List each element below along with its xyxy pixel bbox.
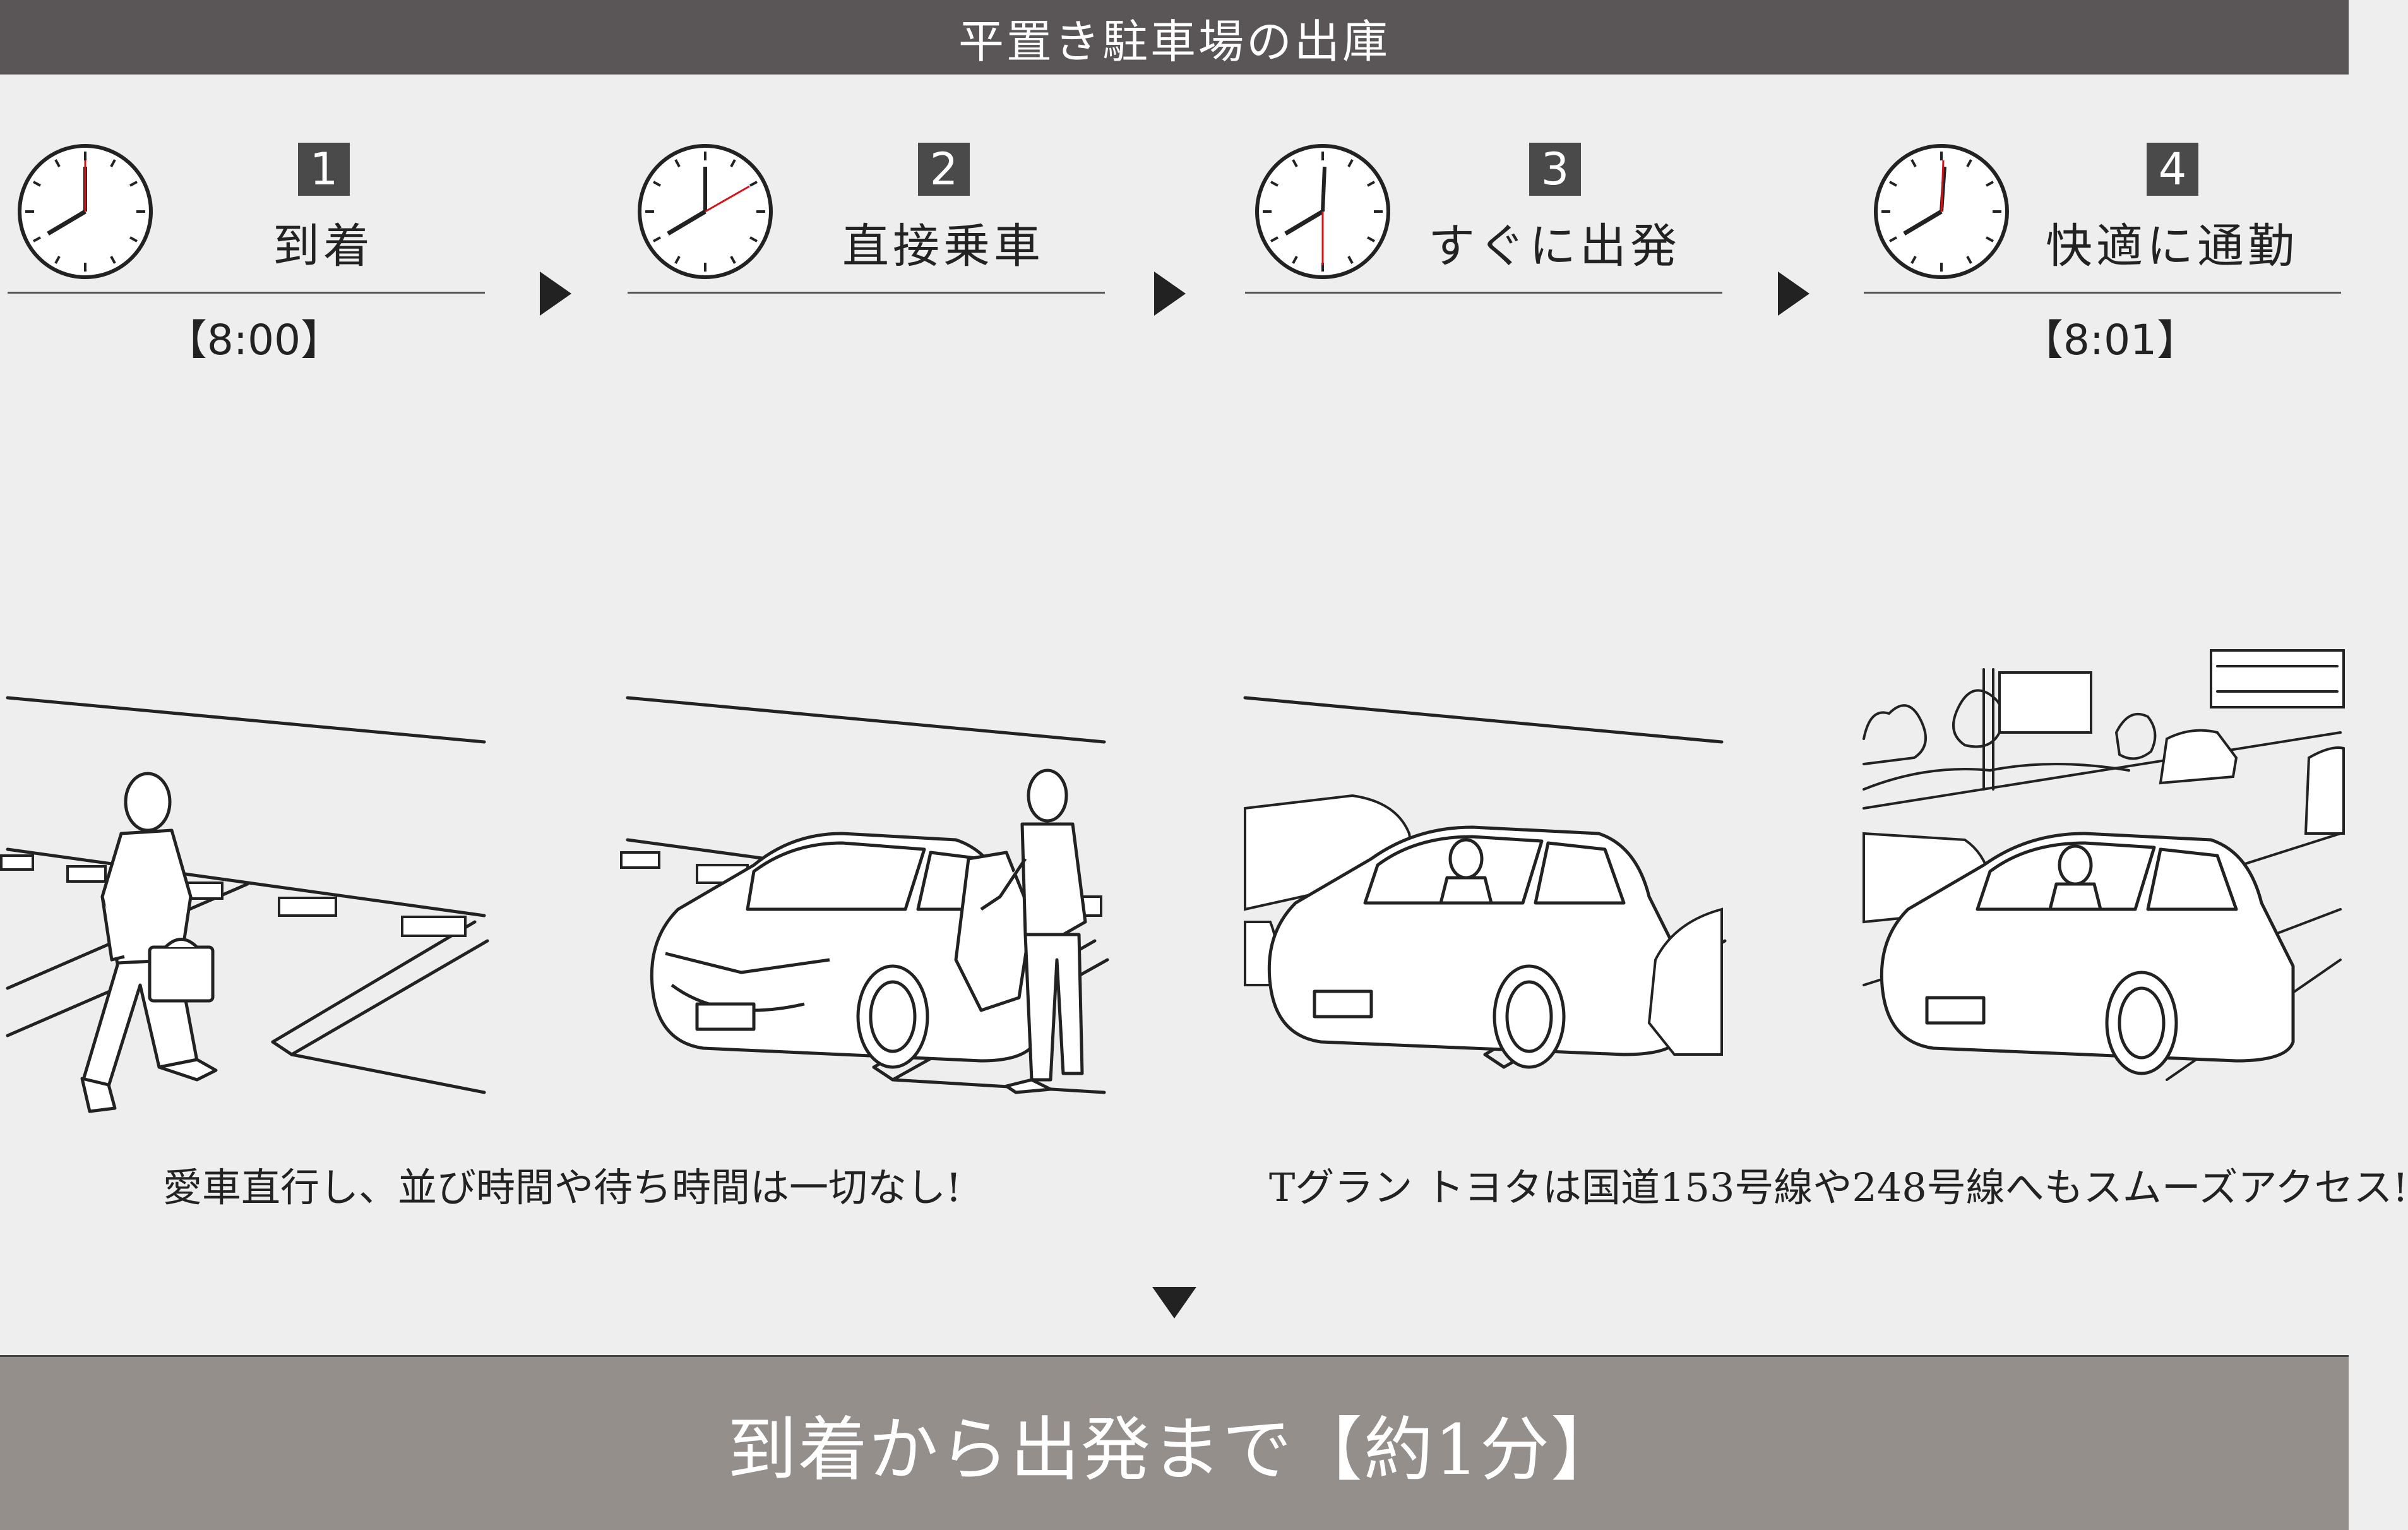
right-triangle-arrow-icon	[1778, 272, 1809, 316]
scene-commute-illustration	[1863, 649, 2345, 1081]
step-4: 4 快適に通勤 【8:01】	[1863, 126, 2345, 1111]
caption-right: Tグラン トヨタは国道153号線や248号線へもスムーズアクセス!	[1269, 1164, 2408, 1210]
scene-arrival-illustration	[0, 696, 489, 1113]
step-divider	[628, 292, 1105, 294]
step-title: 快適に通勤	[2046, 219, 2298, 273]
summary-text: 到着から出発まで【約1分】	[727, 1409, 1621, 1490]
page-title-bar: 平置き駐車場の出庫	[0, 0, 2349, 75]
clock-icon	[1255, 144, 1390, 279]
step-number-badge: 1	[298, 143, 350, 196]
down-triangle-arrow-icon	[1152, 1287, 1196, 1318]
summary-bar: 到着から出発まで【約1分】	[0, 1355, 2349, 1530]
step-time: 【8:01】	[2021, 316, 2199, 364]
right-triangle-arrow-icon	[1154, 272, 1186, 316]
right-triangle-arrow-icon	[540, 272, 571, 316]
page-title: 平置き駐車場の出庫	[958, 15, 1390, 68]
step-divider	[1245, 292, 1722, 294]
clock-icon	[18, 144, 153, 279]
clock-icon	[1874, 144, 2009, 279]
step-2: 2 直接乗車	[620, 126, 1109, 1111]
step-number-badge: 4	[2147, 143, 2198, 196]
caption-left: 愛車直行し、並び時間や待ち時間は一切なし!	[163, 1164, 962, 1210]
step-time: 【8:00】	[165, 316, 343, 364]
scene-departure-illustration	[1243, 696, 1727, 1069]
step-1: 1 到着 【8:00】	[0, 126, 489, 1113]
scene-boarding-illustration	[620, 696, 1109, 1094]
step-number-badge: 2	[918, 143, 970, 196]
step-title: 直接乗車	[842, 219, 1044, 273]
clock-icon	[638, 144, 773, 279]
step-divider	[8, 292, 485, 294]
step-number-badge: 3	[1529, 143, 1581, 196]
step-title: すぐに出発	[1428, 219, 1681, 273]
step-divider	[1864, 292, 2341, 294]
step-3: 3 すぐに出発	[1243, 126, 1727, 1111]
step-title: 到着	[273, 219, 374, 273]
